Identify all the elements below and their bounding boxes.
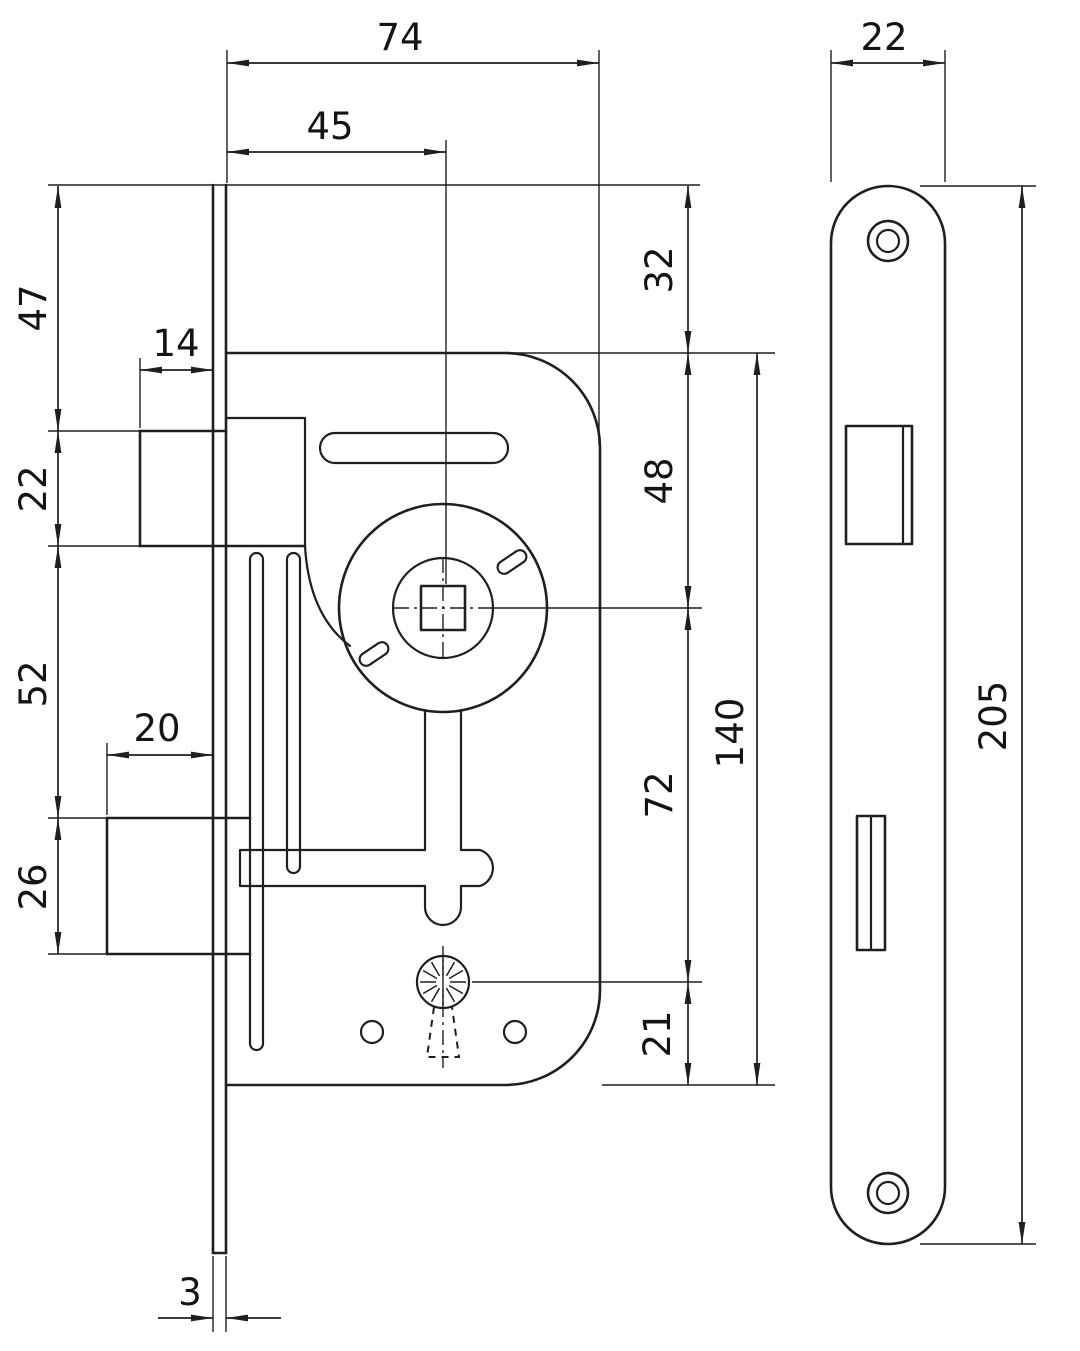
screw-hole-bottom-inner <box>875 1180 901 1206</box>
faceplate-outline <box>829 184 947 1246</box>
screw-hole-top-inner <box>875 228 901 254</box>
screw-hole-bottom-outer <box>866 1171 910 1215</box>
dim-label-case-depth: 74 <box>376 16 423 59</box>
hub-slot-upper <box>496 549 528 575</box>
right-view-faceplate-front <box>829 184 947 1246</box>
latch-spring-slot <box>318 431 510 465</box>
dim-label-plate-top-to-latch: 47 <box>12 284 55 331</box>
keyhole <box>415 946 471 1068</box>
dim-label-latch-projection: 14 <box>152 322 199 365</box>
latch-opening <box>844 424 914 546</box>
dim-label-latch-to-deadbolt: 52 <box>12 660 55 707</box>
dim-label-case-top-to-spindle: 48 <box>638 457 681 504</box>
dim-label-faceplate-width: 22 <box>860 16 907 59</box>
dim-label-plate-top-to-case: 32 <box>638 246 681 293</box>
lock-lever-cross <box>238 708 495 927</box>
dim-label-backset: 45 <box>306 105 353 148</box>
guide-slot-long <box>248 551 265 1052</box>
dim-label-deadbolt-projection: 20 <box>133 707 180 750</box>
dim-label-deadbolt-height: 26 <box>12 863 55 910</box>
dim-label-faceplate-length: 205 <box>972 681 1015 752</box>
dimension-labels: 74 45 22 14 20 3 47 22 52 26 32 48 72 21… <box>12 16 1015 1314</box>
hub-slot-lower <box>358 641 390 667</box>
dim-label-case-height: 140 <box>709 698 752 769</box>
latch-bolt <box>138 416 510 648</box>
dimension-lines <box>54 59 1026 1322</box>
guide-slot-short <box>285 551 302 875</box>
rivet-right <box>502 1019 528 1045</box>
dim-label-faceplate-thickness: 3 <box>178 1271 202 1314</box>
rivet-left <box>359 1019 385 1045</box>
dim-label-spindle-to-keyhole: 72 <box>638 771 681 818</box>
deadbolt <box>105 816 252 956</box>
extension-lines <box>48 50 1036 1332</box>
dim-label-keyhole-to-case-bottom: 21 <box>636 1010 679 1057</box>
dim-label-latch-height: 22 <box>12 465 55 512</box>
latch-tail <box>224 416 307 548</box>
screw-hole-top-outer <box>866 219 910 263</box>
keyhole-bell-hidden <box>425 1006 461 1058</box>
left-view-lock-side <box>105 183 602 1255</box>
latch-spring-curve <box>303 544 352 648</box>
faceplate-edge-view <box>211 183 228 1255</box>
lock-case-outline <box>224 351 602 1087</box>
